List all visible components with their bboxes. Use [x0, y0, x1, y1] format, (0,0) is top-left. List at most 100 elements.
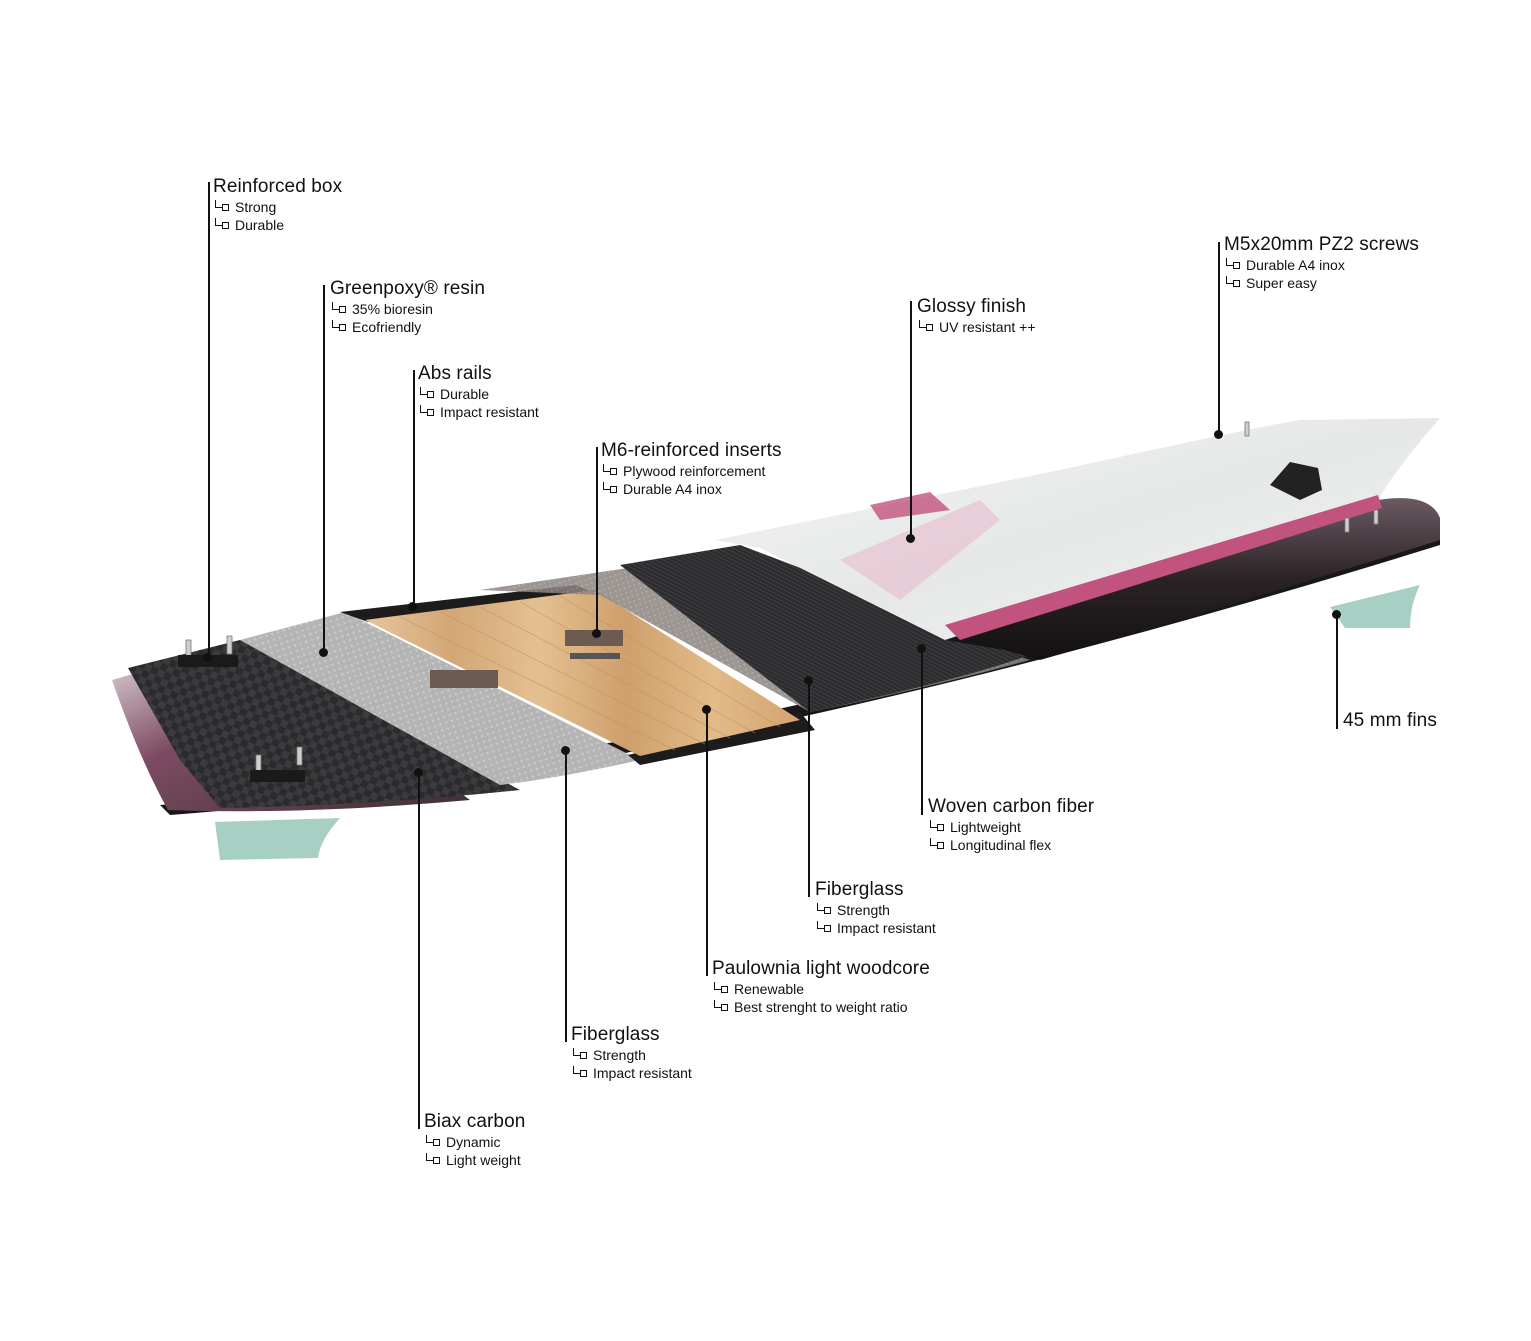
leader-reinforced-box: [208, 182, 210, 657]
feature-item: Best strenght to weight ratio: [712, 998, 930, 1016]
branch-icon: [418, 405, 438, 419]
callout-title: Greenpoxy® resin: [330, 278, 486, 299]
dot-m6: [592, 629, 601, 638]
callout-fins: 45 mm fins: [1343, 710, 1437, 732]
feature-item: UV resistant ++: [917, 318, 1036, 336]
box-base: [250, 770, 305, 782]
leader-fiberglass-top: [808, 681, 810, 897]
dot-glossy: [906, 534, 915, 543]
callout-screws: M5x20mm PZ2 screws Durable A4 inox Super…: [1224, 234, 1419, 292]
m6-insert-back: [565, 630, 623, 646]
callout-m6-inserts: M6-reinforced inserts Plywood reinforcem…: [601, 440, 782, 498]
m6-insert-front: [430, 670, 498, 688]
woven-carbon-layer: [620, 545, 1030, 712]
feature-item: Durable: [418, 385, 539, 403]
dot-fins: [1332, 610, 1341, 619]
branch-icon: [424, 1153, 444, 1167]
callout-title: Biax carbon: [424, 1111, 526, 1132]
callout-title: 45 mm fins: [1343, 710, 1437, 731]
callout-glossy-finish: Glossy finish UV resistant ++: [917, 296, 1036, 336]
leader-paulownia: [706, 710, 708, 976]
branch-icon: [330, 320, 350, 334]
dot-greenpoxy: [319, 648, 328, 657]
dot-woven-carbon: [917, 644, 926, 653]
branch-icon: [571, 1066, 591, 1080]
biax-carbon-layer: [128, 640, 520, 808]
branch-icon: [601, 464, 621, 478]
screw: [296, 746, 303, 766]
branch-icon: [1224, 276, 1244, 290]
feature-item: Super easy: [1224, 274, 1419, 292]
feature-item: Durable A4 inox: [601, 480, 782, 498]
deck-side-rail: [945, 498, 1440, 660]
feature-item: Impact resistant: [815, 919, 936, 937]
callout-reinforced-box: Reinforced box Strong Durable: [213, 176, 342, 234]
branch-icon: [712, 1000, 732, 1014]
dot-reinforced-box: [203, 653, 212, 662]
callout-fiberglass-bottom: Fiberglass Strength Impact resistant: [571, 1024, 692, 1082]
callout-woven-carbon: Woven carbon fiber Lightweight Longitudi…: [928, 796, 1094, 854]
callout-abs-rails: Abs rails Durable Impact resistant: [418, 363, 539, 421]
callout-title: Fiberglass: [815, 879, 904, 900]
dot-abs-rails: [408, 602, 417, 611]
leader-m6: [596, 447, 598, 633]
screw: [1244, 421, 1250, 437]
abs-rail-strip: [340, 585, 600, 622]
feature-item: Longitudinal flex: [928, 836, 1094, 854]
branch-icon: [815, 921, 835, 935]
callout-title: Abs rails: [418, 363, 492, 384]
callout-paulownia: Paulownia light woodcore Renewable Best …: [712, 958, 930, 1016]
callout-title: Glossy finish: [917, 296, 1027, 317]
feature-item: Dynamic: [424, 1133, 525, 1151]
dot-fiberglass-top: [804, 676, 813, 685]
feature-item: Impact resistant: [571, 1064, 692, 1082]
branch-icon: [1224, 258, 1244, 272]
branch-icon: [928, 838, 948, 852]
branch-icon: [928, 820, 948, 834]
callout-fiberglass-top: Fiberglass Strength Impact resistant: [815, 879, 936, 937]
deck-pink-splash: [840, 500, 1000, 600]
feature-item: Plywood reinforcement: [601, 462, 782, 480]
leader-glossy: [910, 301, 912, 538]
feature-item: Strong: [213, 198, 342, 216]
feature-item: Strength: [815, 901, 936, 919]
screw: [226, 635, 233, 655]
woodcore-layer: [365, 590, 800, 756]
feature-item: Ecofriendly: [330, 318, 485, 336]
callout-title: Paulownia light woodcore: [712, 958, 930, 979]
branch-icon: [213, 200, 233, 214]
leader-woven-carbon: [921, 649, 923, 815]
branch-icon: [712, 982, 732, 996]
dot-fiberglass-bottom: [561, 746, 570, 755]
insert-slot: [570, 653, 620, 659]
callout-title: M6-reinforced inserts: [601, 440, 782, 461]
leader-biax: [418, 773, 420, 1129]
feature-item: Durable: [213, 216, 342, 234]
callout-biax-carbon: Biax carbon Dynamic Light weight: [424, 1111, 525, 1169]
callout-title: Woven carbon fiber: [928, 796, 1095, 817]
branch-icon: [418, 387, 438, 401]
dot-screws: [1214, 430, 1223, 439]
leader-fiberglass-bottom: [565, 751, 567, 1042]
callout-title: Reinforced box: [213, 176, 343, 197]
feature-item: Lightweight: [928, 818, 1094, 836]
branch-icon: [601, 482, 621, 496]
callout-title: M5x20mm PZ2 screws: [1224, 234, 1420, 255]
branch-icon: [571, 1048, 591, 1062]
feature-item: Strength: [571, 1046, 692, 1064]
leader-greenpoxy: [323, 285, 325, 652]
fin-left: [215, 818, 340, 860]
feature-item: Impact resistant: [418, 403, 539, 421]
leader-screws: [1218, 242, 1220, 434]
feature-item: Durable A4 inox: [1224, 256, 1419, 274]
feature-item: Light weight: [424, 1151, 525, 1169]
fiberglass-layer-lower: [240, 612, 640, 785]
leader-fins: [1336, 614, 1338, 729]
callout-greenpoxy: Greenpoxy® resin 35% bioresin Ecofriendl…: [330, 278, 485, 336]
dot-biax: [414, 768, 423, 777]
feature-item: 35% bioresin: [330, 300, 485, 318]
leader-abs-rails: [413, 370, 415, 606]
branch-icon: [330, 302, 350, 316]
fin-right: [1330, 585, 1420, 628]
